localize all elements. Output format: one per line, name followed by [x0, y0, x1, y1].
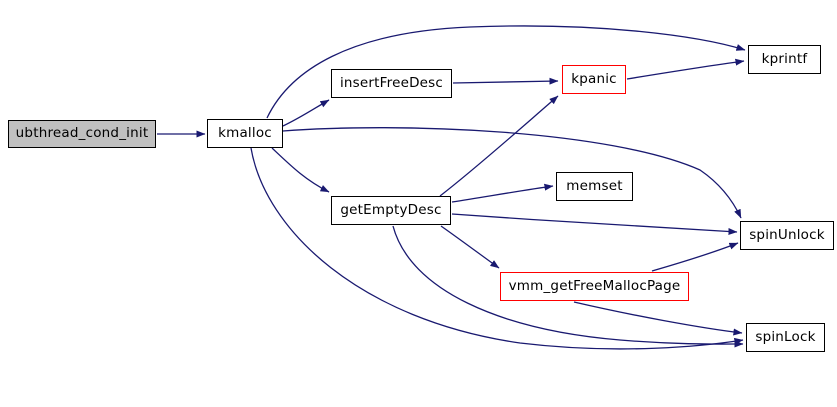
node-label: memset: [566, 177, 623, 194]
node-insert-free-desc[interactable]: insertFreeDesc: [331, 69, 452, 98]
node-label: spinLock: [755, 328, 816, 345]
edge-getEmptyDesc-spinUnlock: [451, 213, 738, 236]
edge-getEmptyDesc-spinLock: [392, 225, 744, 348]
node-kmalloc[interactable]: kmalloc: [207, 119, 283, 148]
node-spin-lock[interactable]: spinLock: [746, 323, 825, 352]
node-label: ubthread_cond_init: [15, 125, 149, 142]
node-spin-unlock[interactable]: spinUnlock: [740, 221, 834, 250]
node-get-empty-desc[interactable]: getEmptyDesc: [331, 196, 451, 225]
node-ubthread-cond-init[interactable]: ubthread_cond_init: [8, 120, 156, 148]
node-label: kpanic: [571, 70, 617, 87]
node-label: kprintf: [761, 50, 808, 67]
edge-kmalloc-insertFreeDesc: [282, 99, 330, 127]
edge-getEmptyDesc-vmm_getFreeMallocPage: [440, 225, 500, 269]
node-label: kmalloc: [218, 124, 272, 141]
node-memset[interactable]: memset: [556, 172, 633, 201]
node-kpanic[interactable]: kpanic: [562, 65, 626, 94]
edge-kmalloc-kprintf: [266, 25, 746, 119]
edge-insertFreeDesc-kpanic: [452, 77, 559, 85]
node-kprintf[interactable]: kprintf: [748, 45, 821, 74]
node-label: vmm_getFreeMallocPage: [508, 277, 681, 294]
edge-kpanic-kprintf: [626, 58, 745, 80]
edge-getEmptyDesc-memset: [451, 183, 554, 203]
node-label: spinUnlock: [749, 226, 825, 243]
node-vmm-get-free-malloc-page[interactable]: vmm_getFreeMallocPage: [500, 272, 689, 301]
edge-kmalloc-getEmptyDesc: [271, 147, 330, 193]
edge-kmalloc-spinUnlock: [282, 127, 742, 219]
node-label: insertFreeDesc: [339, 74, 444, 91]
edge-vmm_getFreeMallocPage-spinUnlock: [651, 242, 739, 272]
edge-getEmptyDesc-kpanic: [439, 95, 559, 197]
edge-vmm_getFreeMallocPage-spinLock: [573, 301, 743, 336]
node-label: getEmptyDesc: [340, 201, 442, 218]
edge-kmalloc-spinLock: [250, 147, 744, 350]
